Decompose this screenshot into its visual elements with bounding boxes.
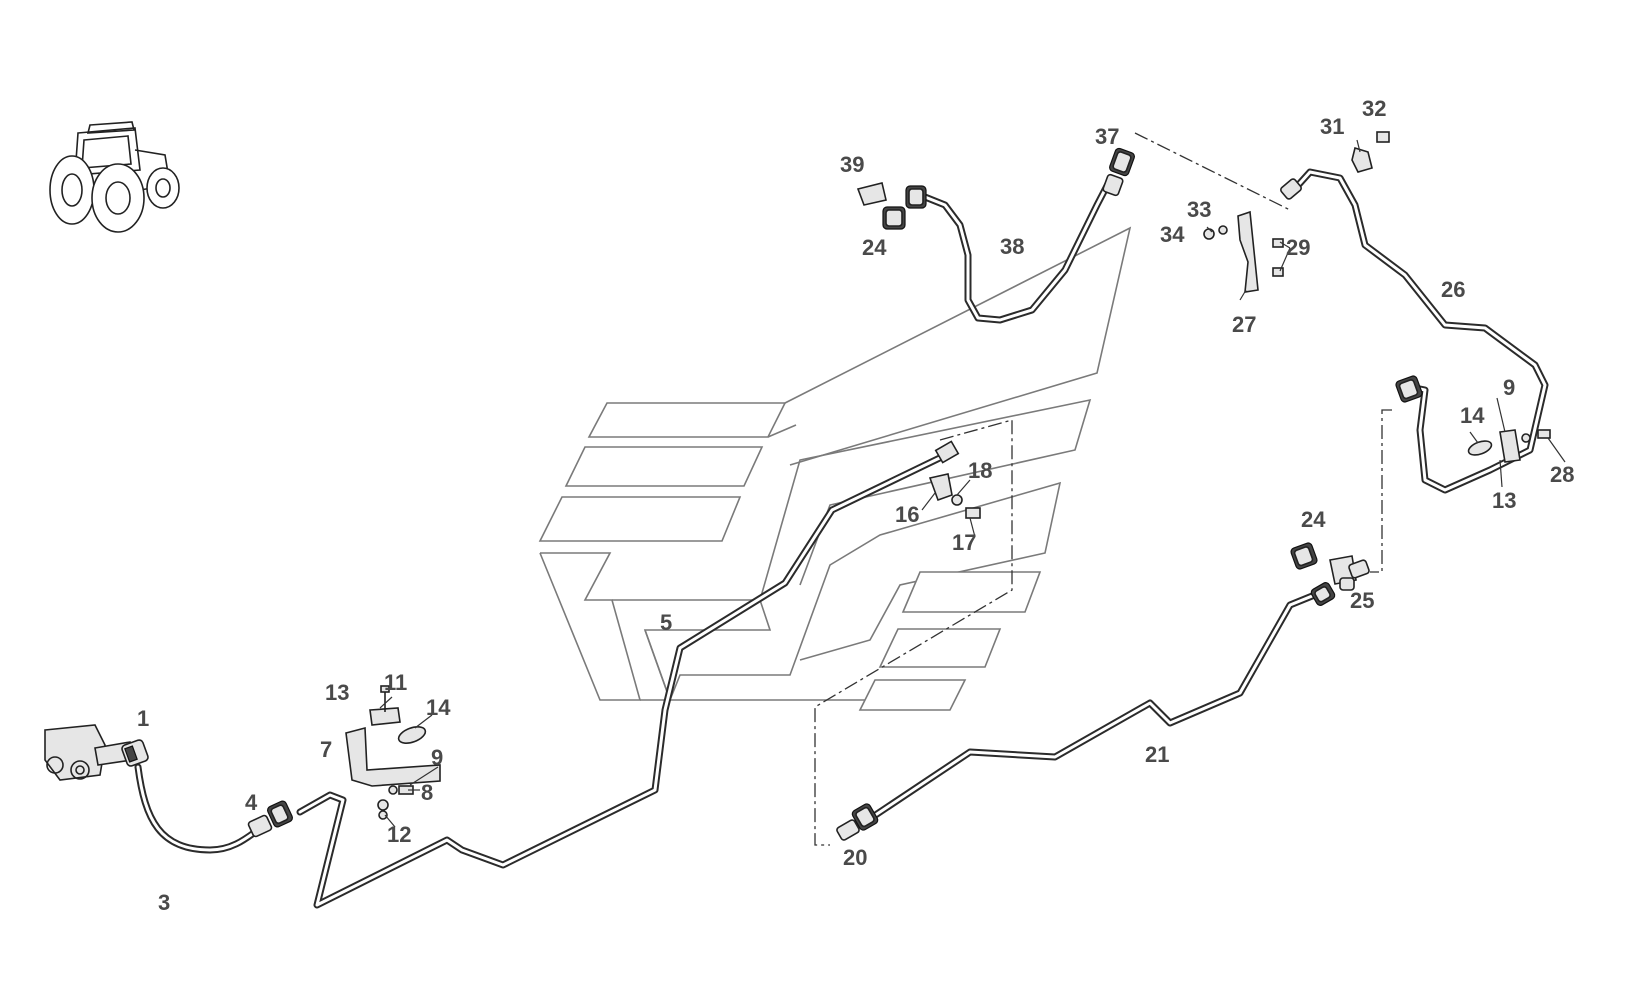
callout-31: 31 [1320,114,1344,139]
callout-18: 18 [968,458,992,483]
fitting-26-nut [1280,178,1423,403]
frame-stripe [858,679,967,711]
frame-stripe [564,446,764,487]
frame-stripe [538,496,742,542]
callout-1: 1 [137,706,149,731]
callout-9a: 9 [431,745,443,770]
callout-7: 7 [320,737,332,762]
pipe-21 [861,588,1326,826]
callout-4: 4 [245,790,258,815]
bracket-27 [1203,210,1284,293]
callout-25: 25 [1350,588,1374,613]
clamp-31 [1351,131,1390,173]
callout-39: 39 [840,152,864,177]
callout-21: 21 [1145,742,1169,767]
fitting-37 [1102,147,1135,197]
frame-stripe [878,628,1002,668]
callout-27: 27 [1232,312,1256,337]
callout-16: 16 [895,502,919,527]
callout-37: 37 [1095,124,1119,149]
bracket-7 [345,685,441,820]
callout-26: 26 [1441,277,1465,302]
alignment-lines [814,132,1392,846]
pipe-38 [921,176,1114,324]
callouts: 1 3 4 5 7 8 9 11 12 13 14 16 17 18 20 21… [137,96,1574,915]
valve-block-icon [44,724,133,781]
callout-8: 8 [421,780,433,805]
callout-5: 5 [660,610,672,635]
fitting-4 [247,800,293,838]
callout-34: 34 [1160,222,1185,247]
fitting-20 [836,803,879,841]
pipe-5 [296,449,954,909]
callout-14a: 14 [426,695,451,720]
frame-stripe [587,402,787,438]
frame-outline [538,226,1132,711]
fitting-1 [121,739,149,767]
callout-24b: 24 [1301,507,1326,532]
callout-17: 17 [952,530,976,555]
callout-33: 33 [1187,197,1211,222]
callout-28: 28 [1550,462,1574,487]
callout-32: 32 [1362,96,1386,121]
callout-14b: 14 [1460,403,1485,428]
callout-38: 38 [1000,234,1024,259]
callout-11: 11 [384,670,407,695]
fitting-21-nut [1310,582,1336,606]
callout-20: 20 [843,845,867,870]
fitting-24-25 [1290,542,1370,591]
pipe-26 [1288,168,1549,494]
callout-29: 29 [1286,235,1310,260]
frame-stripe [901,571,1042,613]
pipe-3 [134,763,266,854]
clamp-13-right [1467,429,1551,463]
callout-13b: 13 [1492,488,1516,513]
fitting-5-nut [934,440,960,464]
callout-9b: 9 [1503,375,1515,400]
tractor-icon [49,121,180,233]
leader-lines [379,139,1566,828]
callout-3: 3 [158,890,170,915]
callout-13a: 13 [325,680,349,705]
callout-12: 12 [387,822,411,847]
fitting-39-24 [856,182,927,230]
callout-24a: 24 [862,235,887,260]
